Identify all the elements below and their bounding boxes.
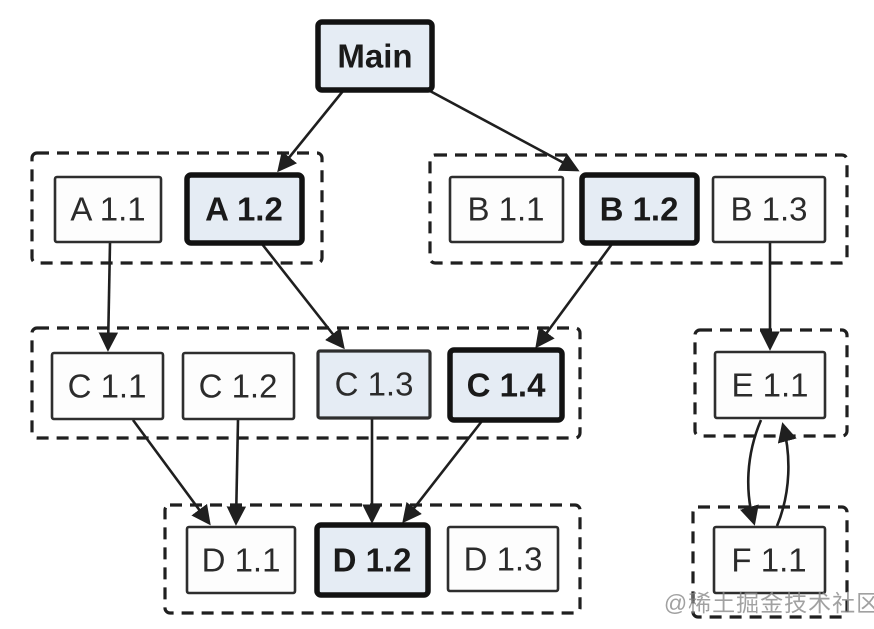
node-c11-label: C 1.1 (68, 368, 147, 405)
node-a11: A 1.1 (53, 175, 163, 244)
edge-b12-c14 (535, 243, 614, 349)
group-a-box (30, 151, 324, 265)
group-c-box (30, 326, 582, 440)
watermark: @稀土掘金技术社区 (664, 590, 874, 616)
edge-c11-d11 (131, 419, 211, 526)
node-c13: C 1.3 (316, 349, 432, 420)
edge-main-a12 (277, 90, 345, 173)
node-b11: B 1.1 (448, 175, 565, 244)
node-d13: D 1.3 (446, 525, 560, 593)
node-b12-box (579, 172, 700, 246)
edge-main-b12 (429, 89, 580, 172)
node-b13-label: B 1.3 (730, 191, 807, 228)
node-main-label: Main (337, 38, 412, 75)
node-c12-label: C 1.2 (199, 368, 278, 405)
node-d13-box (446, 525, 560, 593)
edge-a11-c11 (98, 242, 119, 352)
node-b11-label: B 1.1 (467, 191, 544, 228)
node-c14-label: C 1.4 (467, 367, 547, 404)
node-d11-label: D 1.1 (202, 542, 281, 579)
node-a11-label: A 1.1 (70, 191, 145, 228)
edge-c12-d11 (226, 419, 247, 526)
node-d12-box (314, 522, 431, 598)
edge-c14-d12 (402, 420, 484, 524)
node-c12: C 1.2 (181, 351, 296, 421)
node-main-box (315, 19, 435, 93)
node-e11-label: E 1.1 (731, 367, 808, 404)
node-f11-label: F 1.1 (731, 542, 806, 579)
edge-a12-c13 (260, 243, 345, 350)
node-a12-box (184, 172, 305, 246)
node-c14-box (447, 347, 565, 423)
node-d12: D 1.2 (314, 522, 431, 598)
node-b12-label: B 1.2 (600, 191, 679, 228)
node-d11-box (185, 525, 297, 595)
node-c14: C 1.4 (447, 347, 565, 423)
node-c12-box (181, 351, 296, 421)
node-c13-label: C 1.3 (335, 366, 414, 403)
group-b-box (428, 153, 849, 265)
node-e11: E 1.1 (713, 350, 827, 420)
node-b13-box (711, 175, 827, 244)
node-f11-box (712, 525, 827, 595)
node-main: Main (315, 19, 435, 93)
node-e11-box (713, 350, 827, 420)
node-b11-box (448, 175, 565, 244)
node-b12: B 1.2 (579, 172, 700, 246)
node-d13-label: D 1.3 (464, 541, 543, 578)
node-c13-box (316, 349, 432, 420)
node-d12-label: D 1.2 (333, 542, 412, 579)
node-d11: D 1.1 (185, 525, 297, 595)
node-c11-box (50, 351, 165, 421)
node-f11: F 1.1 (712, 525, 827, 595)
node-a12: A 1.2 (184, 172, 305, 246)
group-f-box (691, 505, 849, 619)
node-c11: C 1.1 (50, 351, 165, 421)
node-a12-label: A 1.2 (205, 191, 283, 228)
node-a11-box (53, 175, 163, 244)
edge-f11-e11-curve (775, 422, 797, 527)
edge-e11-f11-curve (740, 419, 763, 526)
node-b13: B 1.3 (711, 175, 827, 244)
